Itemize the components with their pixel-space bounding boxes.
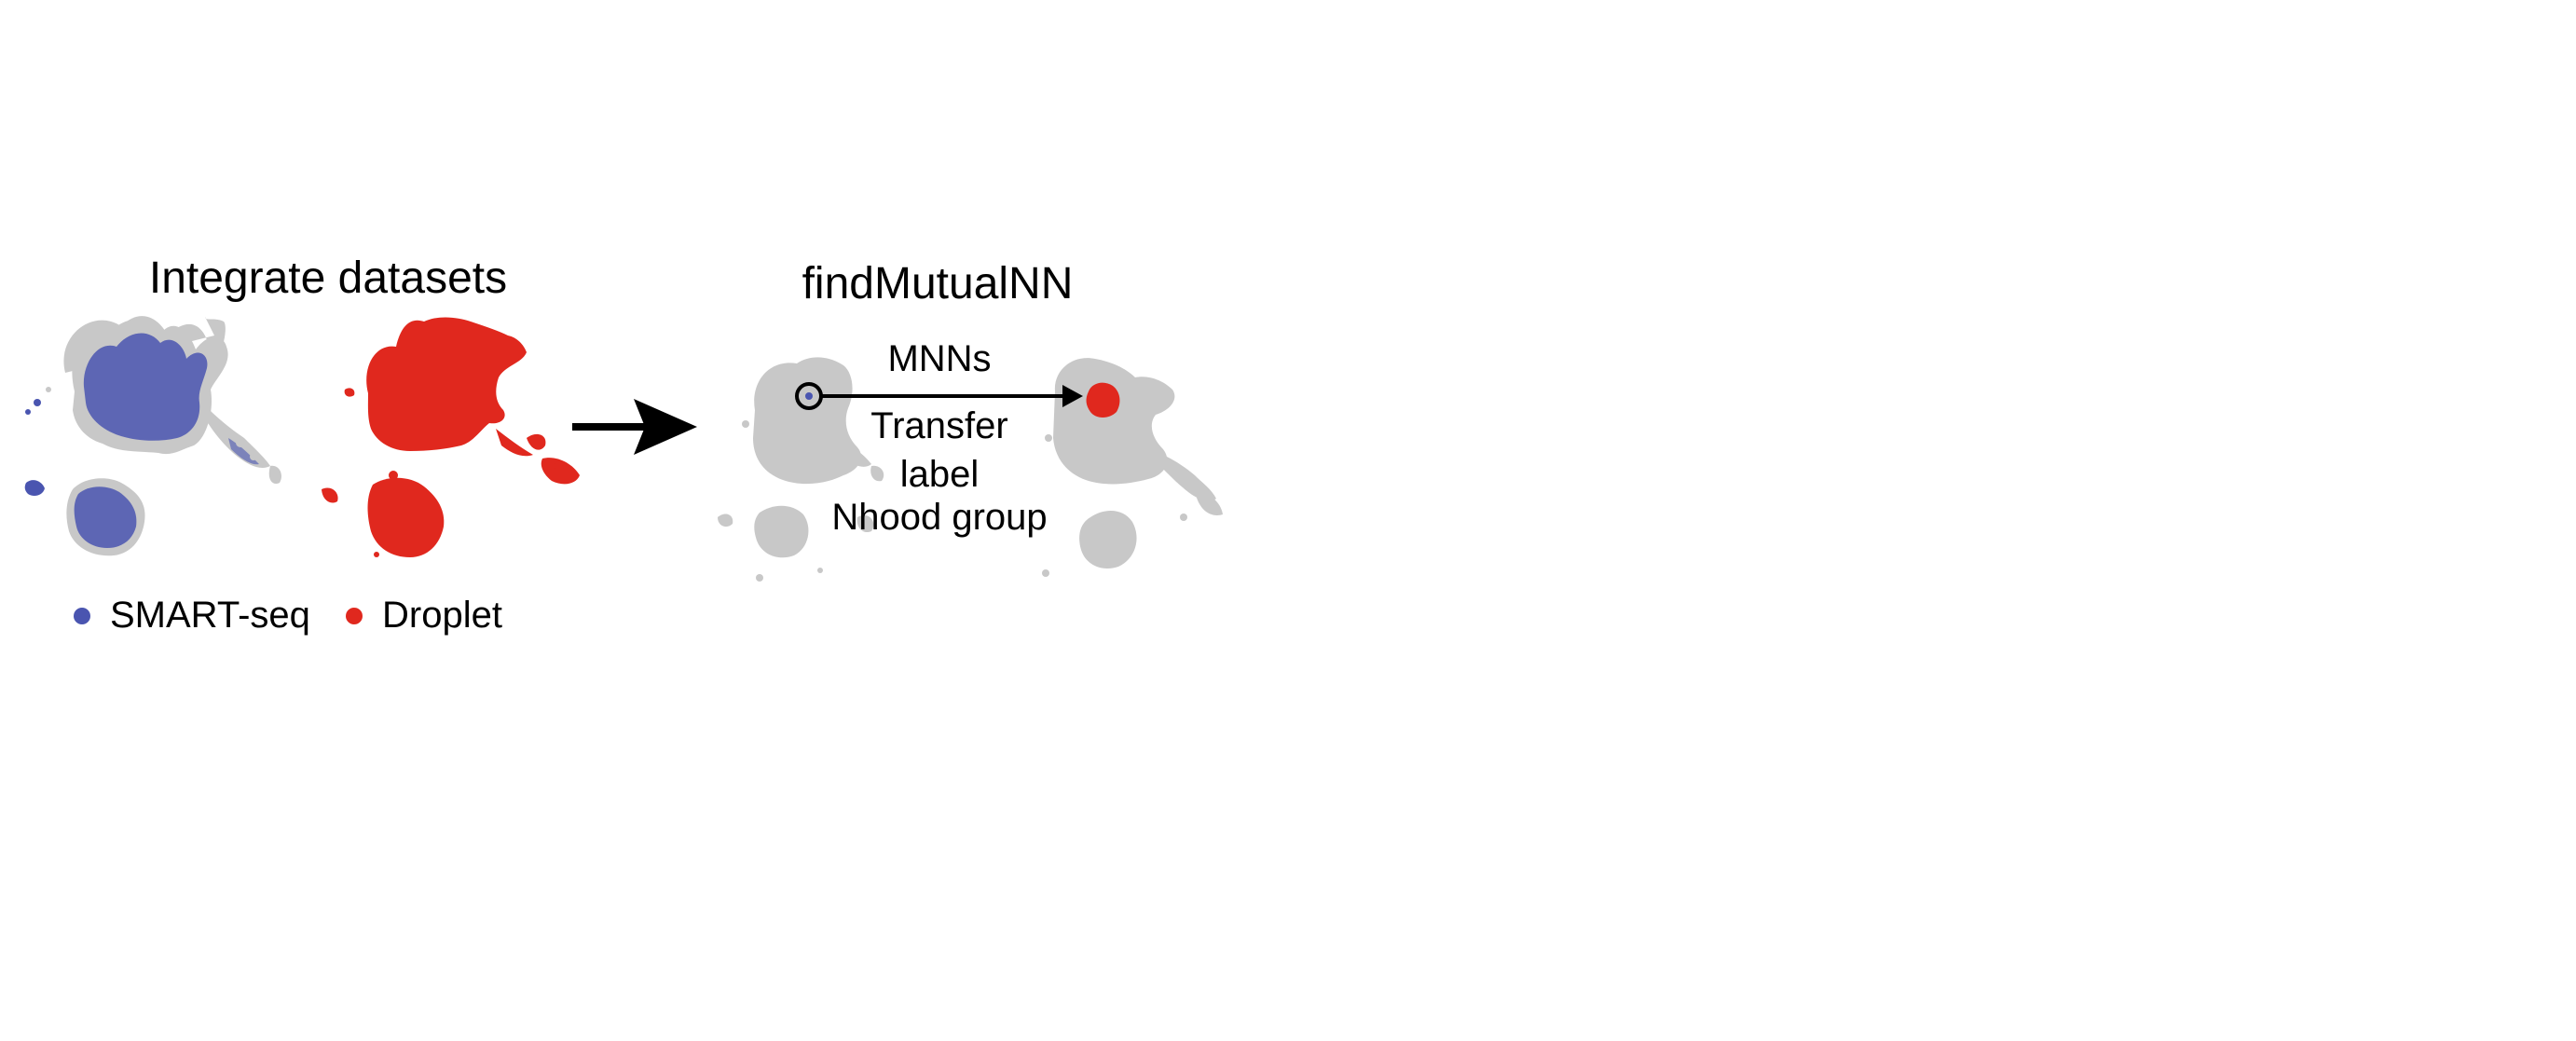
droplet-legend-label: Droplet (382, 595, 502, 636)
find-mutual-nn-panel: findMutualNN (718, 259, 1223, 582)
smartseq-legend-dot (74, 608, 90, 624)
transfer-caption: Transfer label Nhood group (831, 405, 1047, 538)
caption-line-nhood-group: Nhood group (831, 497, 1047, 538)
integrate-title: Integrate datasets (149, 253, 507, 303)
mnns-label: MNNs (887, 338, 991, 379)
reference-umap (1042, 358, 1223, 577)
dataset-legend: SMART-seq Droplet (74, 595, 502, 636)
right-arrow-icon (572, 399, 697, 455)
caption-line-label: label (900, 454, 980, 495)
query-umap (718, 357, 884, 582)
smartseq-legend-label: SMART-seq (110, 595, 310, 636)
caption-line-transfer: Transfer (870, 405, 1007, 446)
droplet-umap (322, 317, 580, 557)
integrate-datasets-panel: Integrate datasets (24, 253, 580, 636)
find-mutual-nn-title: findMutualNN (802, 259, 1074, 308)
droplet-legend-dot (346, 608, 363, 624)
mnn-arrow (795, 382, 1083, 410)
smartseq-umap (24, 316, 281, 556)
transferred-label-cluster (1086, 382, 1120, 418)
